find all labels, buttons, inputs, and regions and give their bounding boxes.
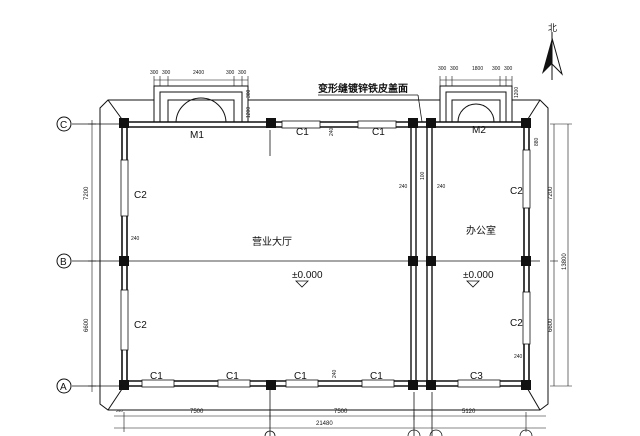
north-arrow-icon: 北 [542, 23, 563, 80]
bottom-dim-5120: 5120 [462, 409, 476, 415]
window-openings [120, 120, 531, 388]
door-m2[interactable] [457, 103, 495, 123]
window-top-c1-a: C1 [296, 127, 309, 138]
porch1-dim-5: 300 [238, 70, 247, 76]
axis-bubble-c: C [56, 116, 72, 132]
porch2-dim-2: 300 [450, 66, 459, 72]
porch1-dim-1: 300 [150, 70, 159, 76]
porch2-dim-1: 300 [438, 66, 447, 72]
bottom-dim-21480: 21480 [316, 421, 333, 427]
window-bottom-c1-d: C1 [370, 371, 383, 382]
window-right-c2-top: C2 [510, 186, 523, 197]
porch1-dim-2: 300 [162, 70, 171, 76]
dim-240-c: 240 [437, 184, 446, 190]
window-top-c1-b: C1 [372, 127, 385, 138]
axis-lines [72, 123, 540, 436]
window-bottom-c3: C3 [470, 371, 483, 382]
level-marker-hall-icon [295, 280, 309, 288]
dim-240-g: 240 [116, 408, 123, 413]
room-hall-level: ±0.000 [292, 270, 323, 281]
right-dim-6600: 6600 [548, 318, 554, 332]
room-office-level: ±0.000 [463, 270, 494, 281]
bottom-joint-marks [264, 392, 533, 436]
parapet-outline [99, 99, 549, 411]
structural-columns [119, 118, 531, 390]
porch1-dim-4: 300 [226, 70, 235, 76]
bottom-dim-7500-a: 7500 [190, 409, 204, 415]
entrance-porch-1 [153, 85, 249, 123]
north-label: 北 [548, 23, 557, 34]
dim-240-e: 240 [514, 354, 523, 360]
porch1-dim-3: 2400 [193, 70, 204, 76]
dim-240-d: 240 [329, 127, 335, 136]
porch1-depth-dim: 1200 [246, 107, 252, 118]
right-dimension-chain [550, 123, 572, 387]
axis-bubble-b: B [56, 253, 72, 269]
door-m2-label: M2 [472, 125, 486, 136]
left-dim-7200: 7200 [84, 186, 90, 200]
window-bottom-c1-c: C1 [294, 371, 307, 382]
porch2-dim-4: 300 [492, 66, 501, 72]
window-bottom-c1-a: C1 [150, 371, 163, 382]
dim-100: 100 [420, 171, 426, 180]
axis-bubble-a: A [56, 378, 72, 394]
right-dim-880: 880 [534, 137, 540, 146]
expansion-joint-note: 变形缝镀锌铁皮盖面 [318, 82, 408, 95]
left-dimension-chain [88, 120, 96, 392]
note-leader-line [318, 94, 423, 123]
dim-240-b: 240 [399, 184, 408, 190]
porch1-side-dim: 300 [246, 89, 252, 98]
exterior-walls [121, 121, 530, 387]
axis-a-label: A [60, 382, 67, 393]
axis-c-label: C [60, 120, 67, 131]
window-left-c2-bottom: C2 [134, 320, 147, 331]
porch-1-dimensions [153, 76, 249, 86]
porch2-dim-5: 300 [504, 66, 513, 72]
bottom-dim-7500-b: 7500 [334, 409, 348, 415]
expansion-joint-walls [410, 122, 433, 386]
door-m1[interactable] [175, 97, 227, 123]
right-dim-7200: 7200 [548, 186, 554, 200]
door-m1-label: M1 [190, 130, 204, 141]
window-right-c2-bottom: C2 [510, 318, 523, 329]
level-marker-office-icon [466, 280, 480, 288]
porch2-depth-dim: 1200 [514, 87, 520, 98]
porch-2-dimensions [439, 76, 513, 86]
room-office-label: 办公室 [466, 224, 496, 237]
left-dim-6600: 6600 [84, 318, 90, 332]
right-dim-13800: 13800 [562, 253, 568, 270]
room-hall-label: 营业大厅 [252, 235, 292, 248]
window-bottom-c1-b: C1 [226, 371, 239, 382]
axis-b-label: B [60, 257, 67, 268]
window-left-c2-top: C2 [134, 190, 147, 201]
dim-240-a: 240 [131, 236, 140, 242]
dim-240-f: 240 [332, 369, 338, 378]
porch2-dim-3: 1800 [472, 66, 483, 72]
